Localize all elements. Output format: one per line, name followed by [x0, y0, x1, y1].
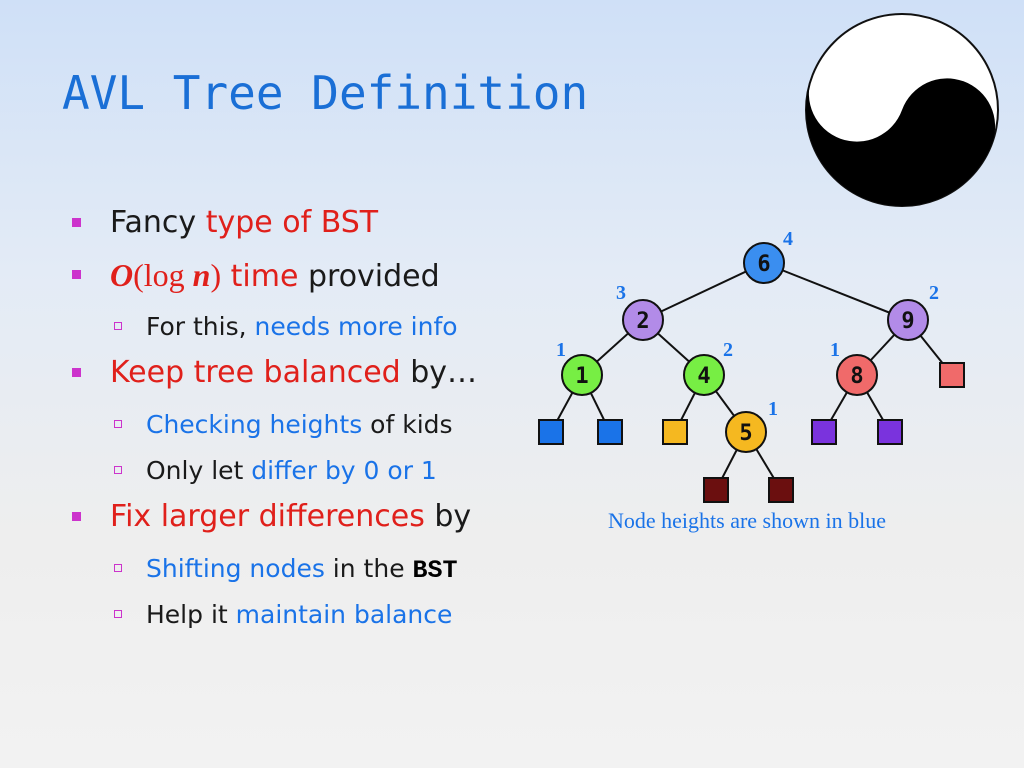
bullet-item: O(log n) time provided [72, 252, 532, 304]
bullet-item: Fix larger differences by [72, 494, 532, 546]
tree-node-label: 5 [739, 421, 752, 446]
node-height-label: 3 [616, 282, 626, 304]
tree-node-label: 6 [757, 252, 770, 277]
tree-caption: Node heights are shown in blue [608, 508, 886, 533]
sub-bullet-marker-icon [114, 466, 122, 474]
bullet-text-segment: For this, [146, 312, 255, 341]
tree-node: 8 [836, 354, 878, 396]
sub-bullet-marker-icon [114, 610, 122, 618]
tree-null-leaf [768, 477, 794, 503]
tree-null-leaf [939, 362, 965, 388]
node-height-label: 1 [768, 398, 778, 420]
bullet-text-segment: O [110, 257, 134, 293]
node-height-label: 2 [929, 282, 939, 304]
bullet-text-segment: type of BST [205, 205, 379, 240]
bullet-text-segment: time [221, 259, 299, 294]
bullet-text-segment: ) [210, 257, 222, 293]
tree-node-label: 2 [636, 309, 649, 334]
tree-null-leaf [811, 419, 837, 445]
tree-null-leaf [538, 419, 564, 445]
bullet-marker-icon [72, 368, 81, 377]
sub-bullet-item: For this, needs more info [72, 304, 532, 350]
bullet-text-segment: n [192, 257, 211, 293]
bullet-text-segment: (log [133, 257, 193, 293]
tree-null-leaf [703, 477, 729, 503]
node-height-label: 2 [723, 339, 733, 361]
bullet-text-segment: Only let [146, 456, 252, 485]
yin-yang-icon [805, 13, 999, 207]
tree-node: 1 [561, 354, 603, 396]
tree-node: 6 [743, 242, 785, 284]
tree-edge [763, 262, 909, 321]
sub-bullet-item: Only let differ by 0 or 1 [72, 448, 532, 494]
bullet-text-segment: Checking heights [146, 410, 363, 439]
sub-bullet-item: Shifting nodes in the BST [72, 546, 532, 592]
tree-edge [642, 262, 765, 321]
tree-null-leaf [597, 419, 623, 445]
node-height-label: 1 [830, 339, 840, 361]
bullet-item: Fancy type of BST [72, 200, 532, 252]
tree-node-label: 4 [697, 364, 710, 389]
tree-node: 5 [725, 411, 767, 453]
bullet-text-segment: Shifting nodes [146, 554, 325, 583]
bullet-text-segment: maintain balance [235, 600, 453, 629]
bullet-text-segment: in the [324, 554, 413, 583]
bullet-marker-icon [72, 270, 81, 279]
tree-node: 9 [887, 299, 929, 341]
bullet-marker-icon [72, 512, 81, 521]
sub-bullet-item: Help it maintain balance [72, 592, 532, 638]
bullet-text-segment: Fancy [110, 205, 206, 240]
tree-node-label: 1 [575, 364, 588, 389]
bullet-item: Keep tree balanced by… [72, 350, 532, 402]
sub-bullet-item: Checking heights of kids [72, 402, 532, 448]
slide-title: AVL Tree Definition [62, 66, 589, 120]
sub-bullet-marker-icon [114, 322, 122, 330]
sub-bullet-marker-icon [114, 564, 122, 572]
bullet-text-segment: differ by 0 or 1 [251, 456, 437, 485]
sub-bullet-marker-icon [114, 420, 122, 428]
bullet-marker-icon [72, 218, 81, 227]
bullet-text-segment: of kids [362, 410, 453, 439]
bullet-text-segment: by [424, 499, 472, 534]
bullet-text-segment: by… [400, 355, 478, 390]
tree-null-leaf [877, 419, 903, 445]
tree-node: 4 [683, 354, 725, 396]
tree-node-label: 8 [850, 364, 863, 389]
bullet-text-segment: needs more info [254, 312, 458, 341]
bullet-text-segment: BST [412, 556, 458, 585]
tree-node: 2 [622, 299, 664, 341]
tree-null-leaf [662, 419, 688, 445]
node-height-label: 1 [556, 339, 566, 361]
bullet-text-segment: Fix larger differences [110, 499, 425, 534]
bullet-text-segment: Help it [146, 600, 236, 629]
bullet-text-segment: Keep tree balanced [110, 355, 401, 390]
node-height-label: 4 [783, 228, 793, 250]
bullet-text-segment: provided [298, 259, 440, 294]
tree-node-label: 9 [901, 309, 914, 334]
